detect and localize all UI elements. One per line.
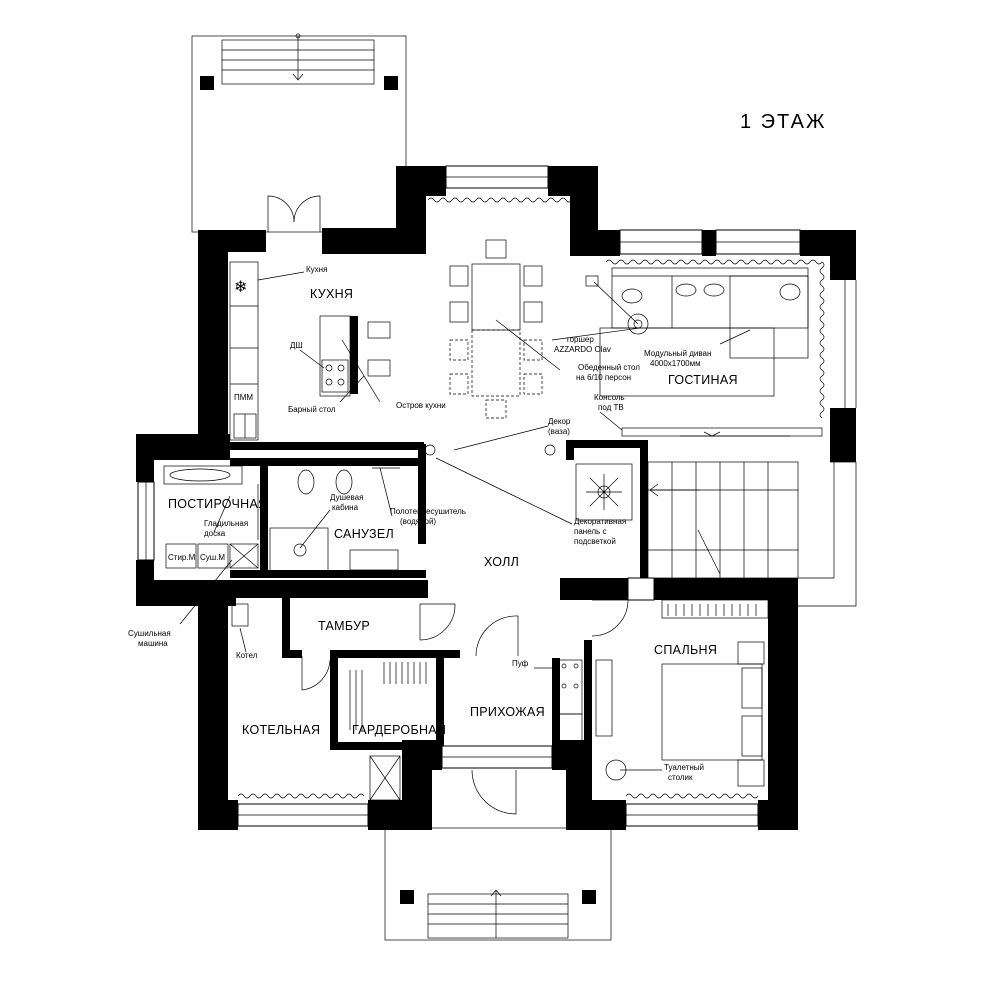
floor-lamp [585,275,649,335]
note-dryer-machine-1: Сушильная [128,629,171,638]
vase [544,444,556,456]
note-panel-2: панель с [574,527,606,536]
note-dishwasher: ДШ [290,341,303,350]
note-panel-3: подсветкой [574,537,616,546]
note-console-2: под ТВ [598,403,624,412]
note-island: Остров кухни [396,401,446,410]
snowflake-icon: ❄ [234,279,247,296]
note-ironing-2: доска [204,529,226,538]
note-floor-lamp-2: AZZARDO Olav [554,345,611,354]
dining-table [449,239,543,419]
curtains [237,197,825,799]
note-ironing-1: Гладильная [204,519,248,528]
note-sofa-2: 4000х1700мм [650,359,701,368]
note-kitchen-unit: Кухня [306,265,327,274]
note-pouf: Пуф [512,659,529,668]
modular-sofa [599,267,809,397]
wardrobe-rails [349,662,427,730]
interior-walls [228,440,648,800]
room-bedroom: СПАЛЬНЯ [654,643,717,657]
plant-icon [575,463,633,521]
tv-console [621,427,823,437]
note-vanity-2: столик [668,773,693,782]
rear-terrace [191,33,407,233]
note-bar-table: Барный стол [288,405,336,414]
staircase [647,461,799,579]
doors [267,195,629,815]
note-decor-1: Декор [548,417,571,426]
kitchen-island [319,315,391,397]
boiler [231,603,401,801]
note-shower-2: кабина [332,503,359,512]
front-porch [384,827,612,941]
bathroom-fixtures [269,467,400,573]
note-console-1: Консоль [594,393,625,402]
note-dryer: Суш.М [200,553,225,562]
note-pmm: ПММ [234,393,253,402]
room-vestibule: ТАМБУР [318,619,370,633]
room-entry: ПРИХОЖАЯ [470,705,545,719]
entry-furniture [555,659,583,743]
room-laundry: ПОСТИРОЧНАЯ [168,497,267,511]
leader-lines [179,271,751,771]
windows [137,165,801,827]
note-shower-1: Душевая [330,493,363,502]
room-living: ГОСТИНАЯ [668,373,738,387]
kitchen-counter [229,261,259,441]
exterior-walls [136,166,856,830]
note-towel-1: Полотенцесушитель [390,507,466,516]
bedroom-furniture [595,599,769,787]
note-towel-2: (водяной) [400,517,436,526]
room-wardrobe: ГАРДЕРОБНАЯ [352,723,446,737]
note-dryer-machine-2: машина [138,639,168,648]
laundry-furniture [163,465,259,569]
room-boiler: КОТЕЛЬНАЯ [242,723,320,737]
note-washer: Стир.М [168,553,196,562]
room-kitchen: КУХНЯ [310,287,353,301]
note-decor-2: (ваза) [548,427,570,436]
note-panel-1: Декоративная [574,517,626,526]
floor-title: 1 ЭТАЖ [740,111,826,133]
note-boiler-unit: Котел [236,651,258,660]
room-hall: ХОЛЛ [484,555,519,569]
room-bathroom: САНУЗЕЛ [334,527,394,541]
note-floor-lamp-1: торшер [566,335,594,344]
stair-bay [798,280,857,607]
note-dining-2: на 6/10 персон [576,373,631,382]
decor-left [424,444,436,456]
note-vanity-1: Туалетный [664,763,704,772]
note-sofa-1: Модульный диван [644,349,711,358]
note-dining-1: Обеденный стол [578,363,640,372]
